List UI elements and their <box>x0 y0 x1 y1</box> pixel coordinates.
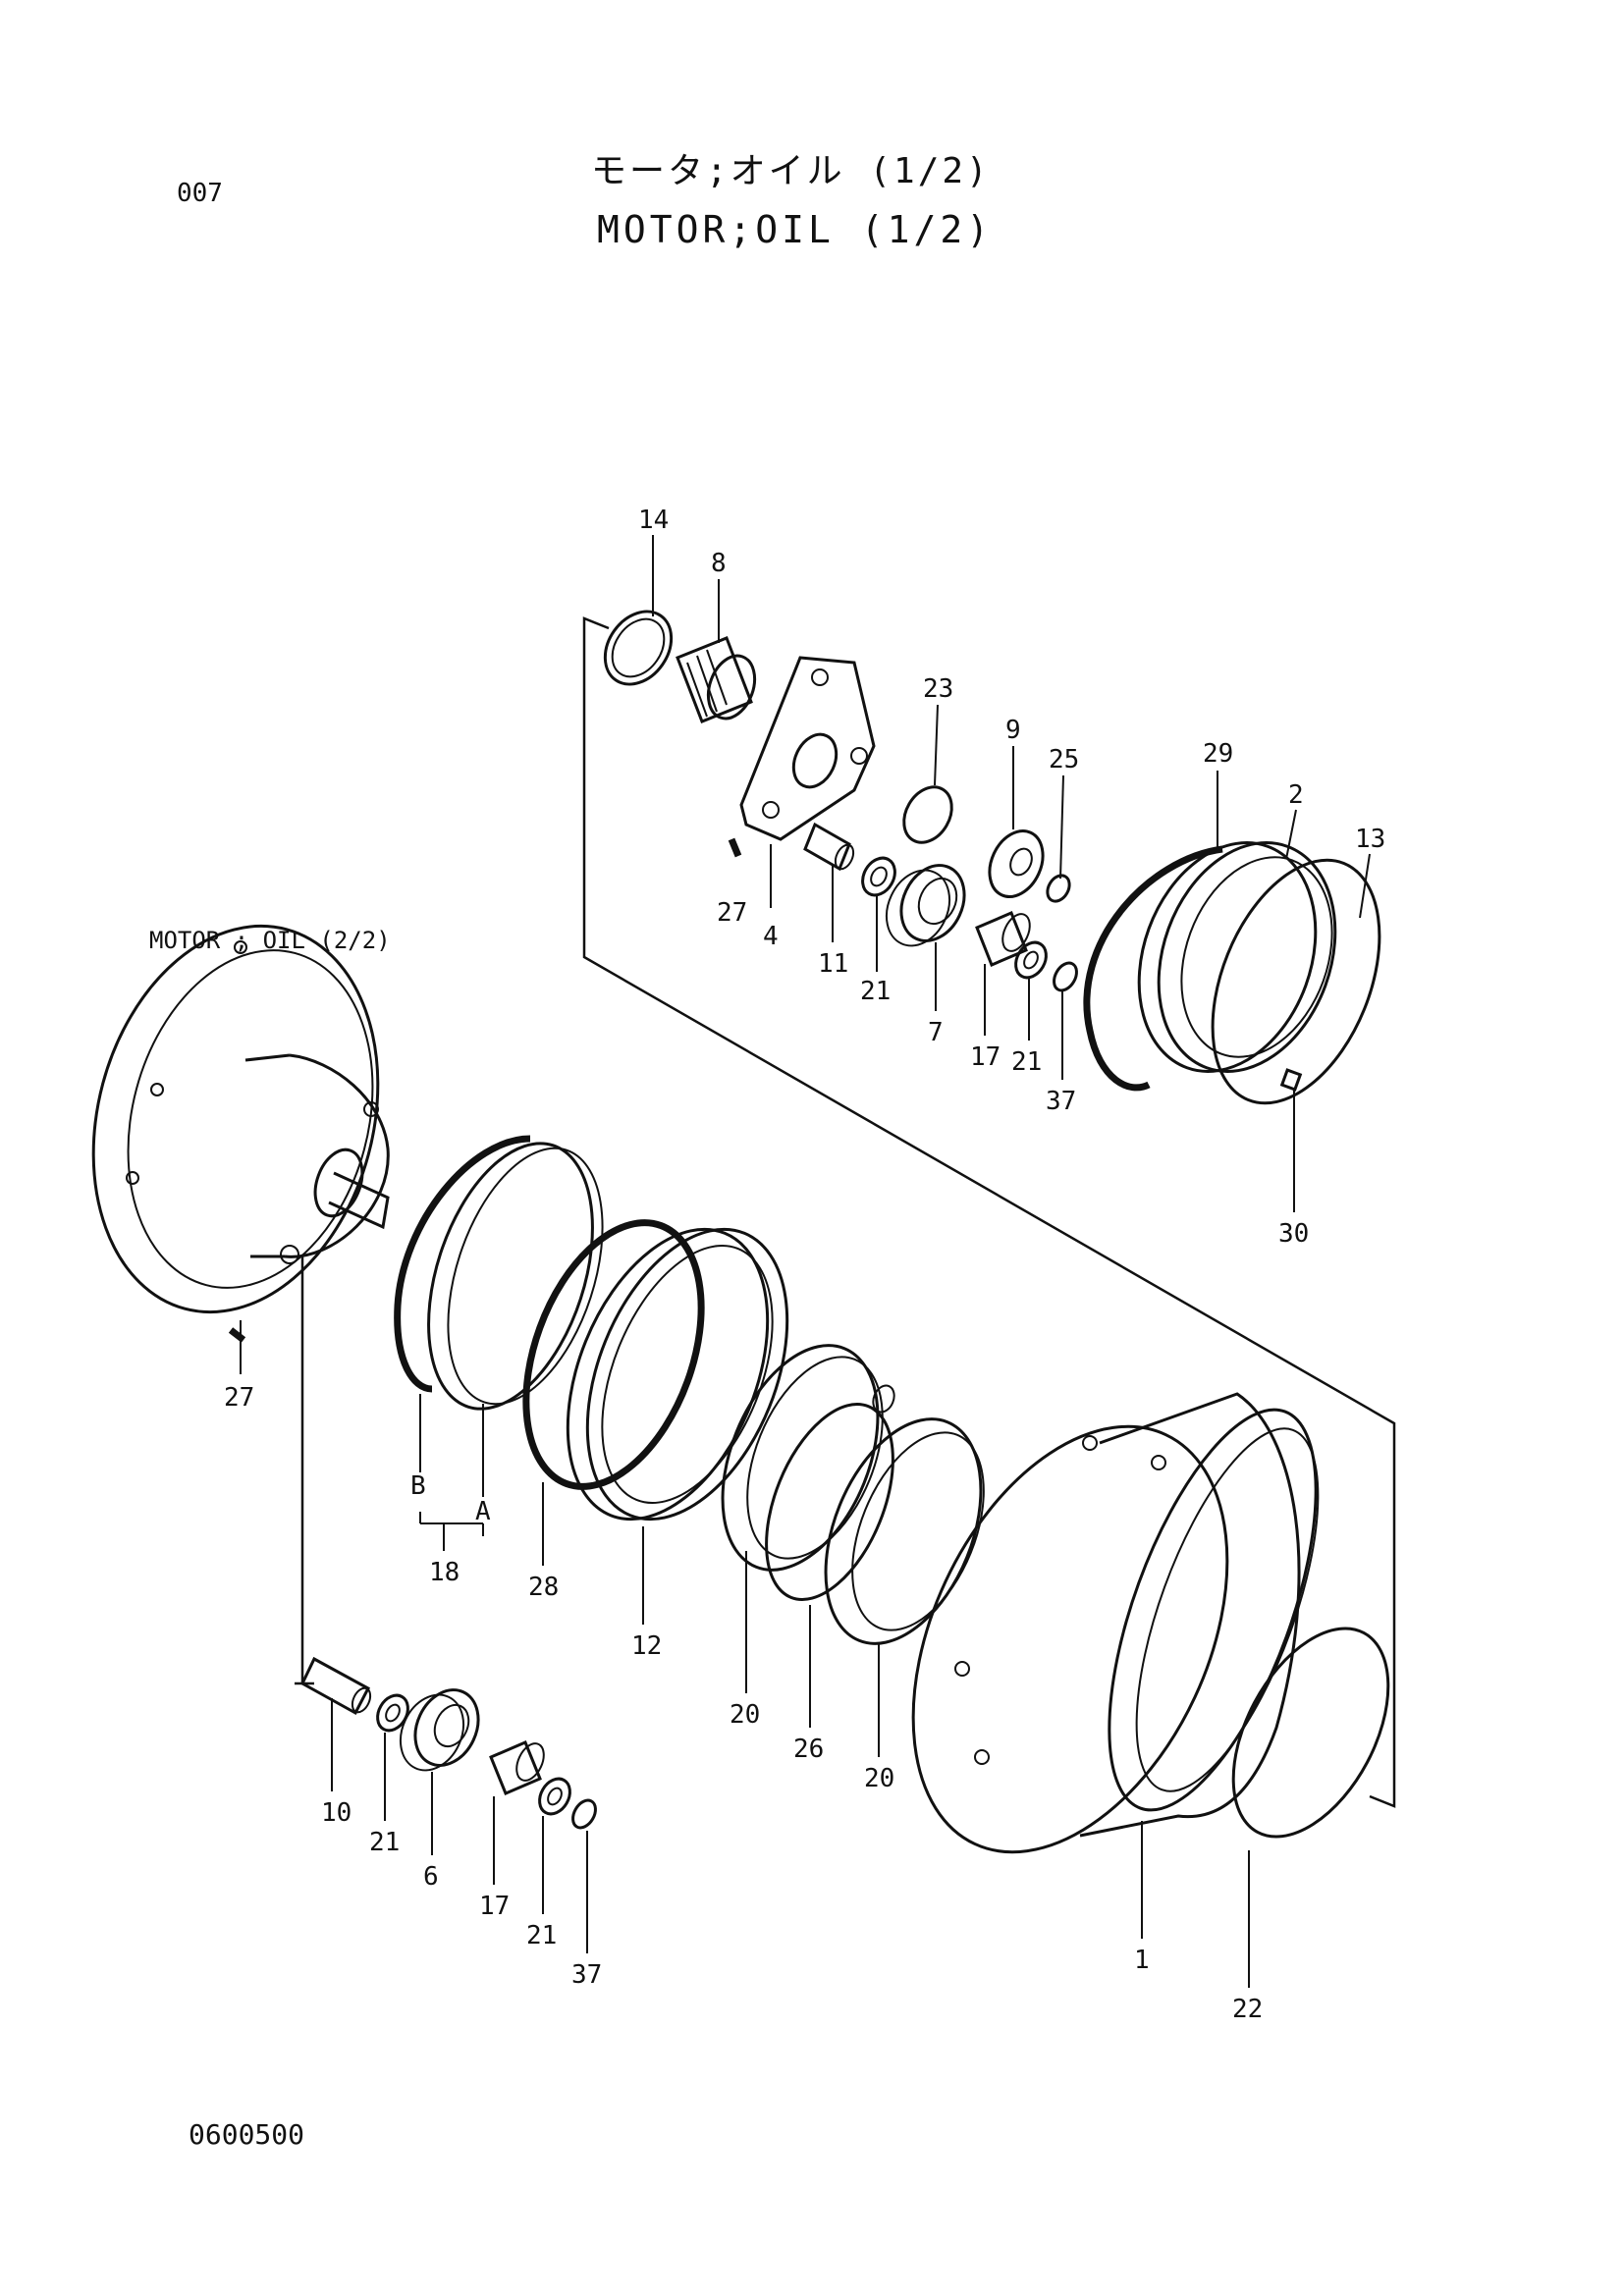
part-13-ring <box>1211 858 1381 1105</box>
part-6-planetary-gear <box>399 1688 480 1772</box>
part-29-ring <box>1083 845 1223 1092</box>
page-title-english: MOTOR;OIL (1/2) <box>597 208 994 251</box>
callout-17-upper: 17 <box>970 1042 1001 1072</box>
part-21-thrust-washer-b <box>1014 940 1048 980</box>
callout-20-right: 20 <box>864 1764 894 1793</box>
callout-27-lower: 27 <box>224 1383 254 1413</box>
part-14-o-ring <box>603 610 674 686</box>
page-title-japanese: モータ;オイル (1/2) <box>591 151 991 191</box>
part-20-bearing-right <box>824 1384 985 1645</box>
callout-a: A <box>475 1497 491 1526</box>
callout-21-b: 21 <box>1011 1047 1042 1077</box>
part-28-o-ring <box>522 1219 705 1490</box>
part-37-retaining-ring-lower <box>571 1798 597 1830</box>
callout-22: 22 <box>1232 1995 1263 2024</box>
callout-b: B <box>410 1471 426 1501</box>
callout-14: 14 <box>638 506 669 535</box>
part-27-spring-pin-lower <box>228 1327 246 1343</box>
callout-10: 10 <box>321 1798 352 1828</box>
callout-21-c: 21 <box>369 1828 400 1857</box>
callout-7: 7 <box>928 1018 944 1047</box>
document-code: 0600500 <box>189 2118 305 2151</box>
callout-13: 13 <box>1355 825 1385 854</box>
part-8-sun-gear <box>676 636 757 723</box>
part-11-shaft-upper <box>803 822 855 872</box>
callout-1: 1 <box>1134 1946 1150 1975</box>
callout-25: 25 <box>1049 745 1079 774</box>
part-4-carrier-plate <box>739 656 876 841</box>
callout-37-upper: 37 <box>1046 1087 1076 1116</box>
part-23-snap-ring <box>902 785 953 844</box>
part-37-retaining-ring-upper <box>1053 961 1078 992</box>
part-2-floating-seal <box>1137 841 1337 1073</box>
part-18a-seal-ring <box>427 1142 604 1411</box>
callout-37-lower: 37 <box>571 1960 602 1990</box>
callout-26: 26 <box>793 1735 824 1764</box>
callout-21-a: 21 <box>860 977 891 1006</box>
callout-6: 6 <box>423 1862 439 1892</box>
reference-label-motor-oil-2: MOTOR ; OIL (2/2) <box>149 927 391 954</box>
part-20-bearing-left <box>721 1344 884 1572</box>
callout-30: 30 <box>1278 1219 1309 1249</box>
callout-27-upper: 27 <box>717 898 747 928</box>
callout-23: 23 <box>923 674 953 704</box>
part-26-snap-ring <box>765 1402 894 1602</box>
part-1-ring-gear-housing <box>911 1392 1320 1854</box>
callout-18: 18 <box>429 1558 460 1587</box>
part-22-retaining-ring <box>1231 1627 1390 1839</box>
part-21-thrust-washer-c <box>376 1693 409 1733</box>
part-18b-seal-ring <box>394 1135 531 1393</box>
part-7-planetary-gear <box>885 864 966 947</box>
part-27-spring-pin-upper <box>728 837 742 858</box>
callout-28: 28 <box>528 1573 559 1602</box>
part-21-thrust-washer-a <box>861 856 896 897</box>
part-12-floating-seal <box>566 1227 789 1522</box>
callout-9: 9 <box>1005 716 1021 745</box>
page-number: 007 <box>177 179 223 208</box>
callout-4: 4 <box>763 922 779 951</box>
callout-17-lower: 17 <box>479 1892 510 1921</box>
leader-lines <box>240 535 1371 1988</box>
part-17-needle-bearing-lower <box>489 1740 545 1795</box>
motor-housing-reference <box>91 924 390 1314</box>
callout-8: 8 <box>711 549 727 578</box>
callout-21-d: 21 <box>526 1921 557 1950</box>
callout-12: 12 <box>631 1631 662 1661</box>
callout-20-left: 20 <box>730 1700 760 1730</box>
callout-11: 11 <box>818 949 848 979</box>
subassembly-boundary-upper <box>582 616 1396 1808</box>
part-30-plug <box>1279 1068 1303 1092</box>
part-10-shaft-lower <box>300 1656 372 1716</box>
part-25-snap-ring <box>1046 874 1071 903</box>
callout-29: 29 <box>1203 739 1233 769</box>
part-17-needle-bearing-upper <box>975 911 1031 967</box>
part-21-thrust-washer-d <box>538 1777 571 1816</box>
part-9-planetary-gear <box>988 829 1045 898</box>
callout-2: 2 <box>1288 780 1304 810</box>
callout-labels: 14 8 23 9 25 29 2 13 27 4 11 21 7 17 21 … <box>224 506 1385 2024</box>
